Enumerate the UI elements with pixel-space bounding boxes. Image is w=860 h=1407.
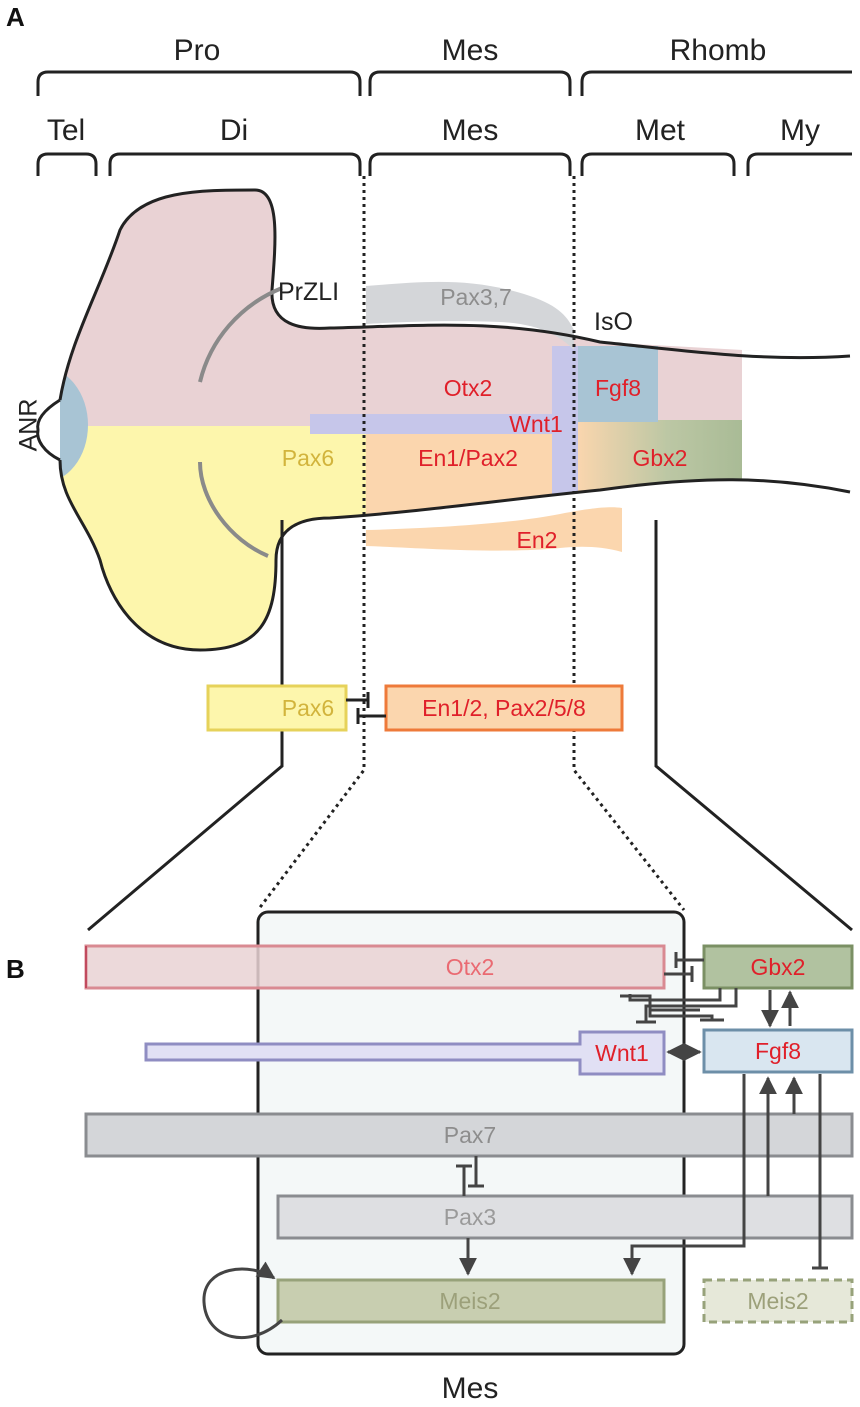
brain-outline	[58, 188, 851, 401]
meis2-outer-box	[702, 1278, 854, 1324]
en-pax-box	[384, 684, 624, 732]
przli-label: PrZLI	[278, 278, 339, 306]
top-brackets	[36, 70, 852, 96]
funnel-lines	[87, 520, 853, 932]
en-pax-box-label: En1/2, Pax2/5/8	[422, 695, 586, 721]
meis2-box	[276, 1278, 666, 1324]
region-met: Met	[635, 114, 686, 147]
mes-frame-label: Mes	[442, 1372, 499, 1405]
fgf8-box-label: Fgf8	[755, 1038, 801, 1064]
otx2-bar-label: Otx2	[446, 954, 495, 980]
repression-otx2-gbx2	[664, 952, 704, 982]
pax7-bar-label: Pax7	[444, 1122, 496, 1148]
region-mes: Mes	[442, 34, 499, 67]
anr-notch	[36, 398, 61, 462]
otx2-label: Otx2	[444, 375, 493, 401]
region-rhomb: Rhomb	[670, 34, 767, 67]
pax3-bar	[276, 1194, 854, 1240]
pax7-bar	[84, 1112, 854, 1158]
wnt1-bar-label: Wnt1	[595, 1040, 649, 1066]
en2-label: En2	[517, 527, 558, 553]
gbx2-label: Gbx2	[633, 445, 688, 471]
otx2-bar	[84, 944, 666, 990]
fgf8-box	[702, 1028, 854, 1074]
wnt1-label: Wnt1	[509, 411, 563, 437]
region-pro: Pro	[174, 34, 221, 67]
meis2-outer-box-label: Meis2	[747, 1288, 808, 1314]
pax3-bar-label: Pax3	[444, 1204, 496, 1230]
iso-label: IsO	[594, 308, 633, 336]
en1pax2-label: En1/Pax2	[418, 445, 518, 471]
pax6-label: Pax6	[282, 445, 334, 471]
pax37-label: Pax3,7	[440, 284, 512, 310]
pax37-band	[366, 281, 574, 350]
gbx2-box-label: Gbx2	[751, 954, 806, 980]
region-tel: Tel	[47, 114, 85, 147]
cross-repression-lines	[620, 988, 738, 1024]
panel-label-b: B	[6, 954, 25, 984]
gbx2-box	[702, 944, 854, 990]
brain-fills	[60, 190, 850, 650]
pax6-box-label: Pax6	[282, 695, 334, 721]
region-mes-sub: Mes	[442, 114, 499, 147]
wnt1-bar	[144, 1030, 666, 1076]
pax6-box	[206, 684, 348, 732]
meis2-box-label: Meis2	[439, 1288, 500, 1314]
region-di: Di	[220, 114, 248, 147]
fgf8-label: Fgf8	[595, 375, 641, 401]
brain-outline-lower	[58, 459, 851, 652]
dotted-boundaries	[256, 176, 686, 911]
region-my: My	[780, 114, 820, 147]
sub-brackets	[36, 152, 852, 176]
fgf8-to-meis2-arrow	[623, 1074, 746, 1276]
anr-label: ANR	[15, 399, 43, 452]
lower-arc	[198, 461, 269, 558]
pax6-en-repression	[346, 692, 386, 724]
en2-band	[366, 507, 622, 552]
meis2-autoregulation-arrow	[202, 1261, 284, 1340]
fgf8-repress-meis2-outer	[812, 1074, 828, 1270]
pax7-pax3-repression	[456, 1156, 484, 1196]
panel-label-a: A	[6, 2, 25, 32]
upper-arc	[198, 286, 283, 383]
